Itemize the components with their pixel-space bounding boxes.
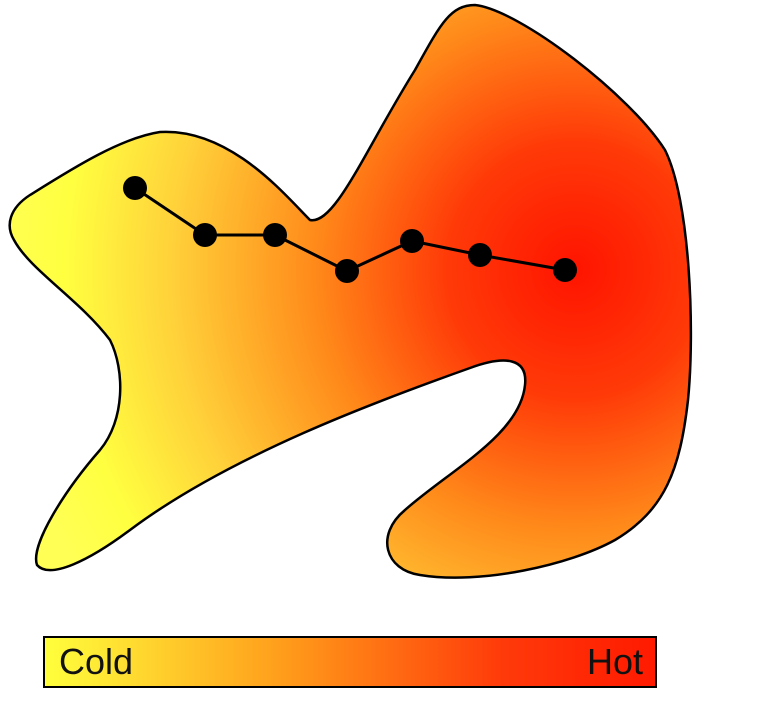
trajectory-point: [468, 243, 492, 267]
trajectory-point: [123, 176, 147, 200]
heat-region-shape: [8, 3, 693, 579]
trajectory-point: [400, 229, 424, 253]
trajectory-point: [335, 259, 359, 283]
trajectory-point: [193, 223, 217, 247]
cold-label: Cold: [59, 641, 134, 682]
trajectory-point: [553, 258, 577, 282]
temperature-colorbar: Cold Hot: [43, 636, 657, 688]
trajectory-point: [263, 223, 287, 247]
hot-label: Hot: [586, 641, 643, 682]
